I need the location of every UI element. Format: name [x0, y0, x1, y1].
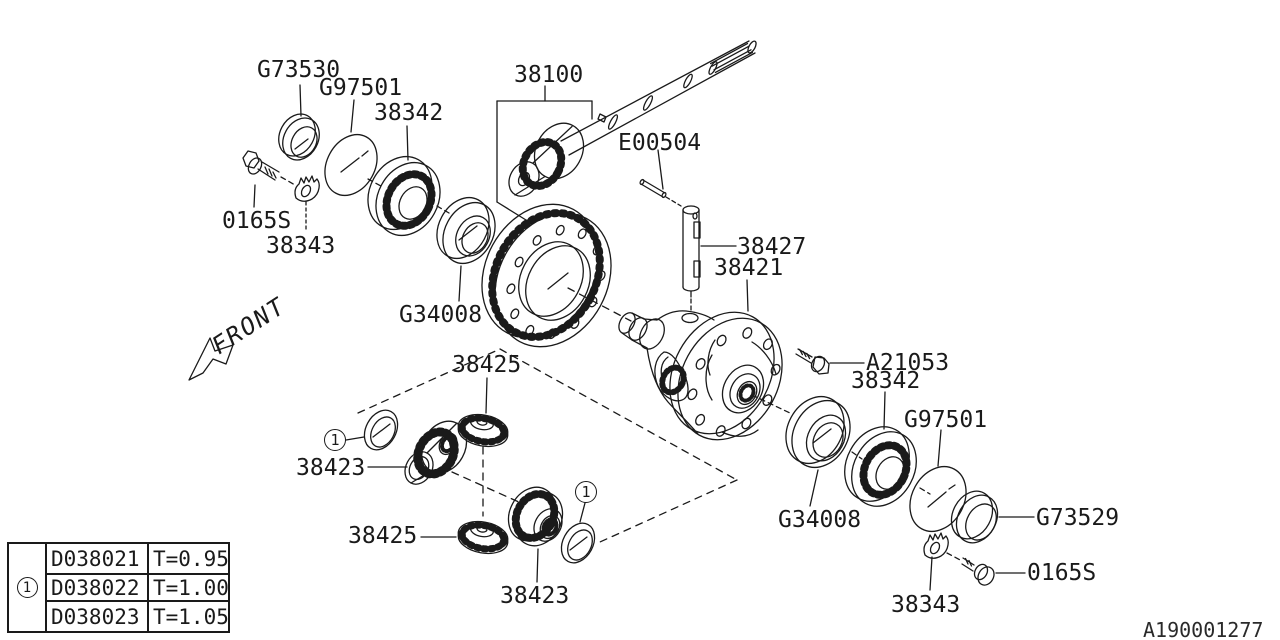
pin-e00504-drawing	[639, 178, 667, 199]
part-label-g34008-left: G34008	[399, 302, 483, 328]
shim-g97501-left-drawing	[324, 133, 378, 197]
part-label-38423-right: 38423	[500, 583, 570, 609]
table-thickness-value: T=1.05	[153, 604, 229, 629]
part-label-38100: 38100	[514, 62, 584, 88]
part-label-38425-bottom: 38425	[348, 523, 418, 549]
washer-38425-bottom-drawing	[457, 520, 509, 555]
bearing-38342-left-drawing	[367, 156, 441, 236]
diff-case-38421-drawing	[618, 310, 783, 441]
gear-38423-right-drawing	[507, 486, 564, 547]
bracket-38100	[496, 85, 593, 221]
part-label-38342-left: 38342	[374, 100, 444, 126]
callout-1-marker-right: 1	[575, 481, 597, 503]
part-label-38425-top: 38425	[452, 352, 522, 378]
gear-38423-left-drawing	[404, 420, 468, 485]
callout-1-marker-left: 1	[324, 429, 346, 451]
construction-lines	[280, 176, 963, 562]
callout-1-marker-table: 1	[16, 577, 38, 598]
seal-g73530-drawing	[278, 113, 320, 161]
leader-lines	[253, 84, 1035, 591]
part-label-g34008-right: G34008	[778, 507, 862, 533]
bolt-0165s-right-drawing	[961, 557, 995, 586]
seal-g73529-drawing	[950, 490, 999, 544]
shim-g97501-right-drawing	[909, 465, 967, 533]
ring-gear-drawing	[481, 203, 612, 348]
table-callout-cell: 1	[9, 544, 47, 631]
part-label-38343-left: 38343	[266, 233, 336, 259]
drawing-number: A190001277	[1143, 618, 1264, 640]
table-thickness-value: T=1.00	[149, 573, 229, 602]
part-label-a21053: A21053	[866, 350, 950, 376]
table-part-number: D038022	[47, 573, 149, 602]
part-label-g97501-left: G97501	[319, 75, 403, 101]
front-arrow	[188, 337, 234, 381]
part-label-38427: 38427	[737, 234, 807, 260]
bolt-a21053-drawing	[795, 348, 830, 375]
part-label-g97501-right: G97501	[904, 407, 988, 433]
part-label-38421: 38421	[714, 255, 784, 281]
washer-38425-top-drawing	[457, 413, 509, 448]
part-label-e00504: E00504	[618, 130, 702, 156]
part-label-38343-right: 38343	[891, 592, 961, 618]
race-g34008-right-drawing	[785, 396, 851, 468]
lock-washer-38343-right-drawing	[923, 532, 949, 559]
shaft-38427-drawing	[682, 205, 701, 298]
part-label-g73530: G73530	[257, 57, 341, 83]
table-part-number: D038023	[47, 602, 149, 631]
shim-callout1-right-drawing	[560, 522, 596, 564]
part-label-0165s-left: 0165S	[222, 208, 292, 234]
shim-callout1-left-drawing	[363, 409, 399, 451]
race-g34008-left-drawing	[436, 196, 496, 265]
part-label-38342-right: 38342	[851, 368, 921, 394]
bearing-38342-right-drawing	[844, 426, 917, 507]
pinion-shaft-38100-drawing	[508, 40, 757, 197]
part-label-0165s-right: 0165S	[1027, 560, 1097, 586]
table-part-number: D038021	[47, 544, 149, 573]
part-label-38423-left: 38423	[296, 455, 366, 481]
bolt-0165s-left-drawing	[242, 150, 280, 181]
table-thickness-value: T=0.95	[153, 546, 229, 571]
part-label-g73529: G73529	[1036, 505, 1120, 531]
shim-selection-table: 1 D038021 T=0.95 D038022 T=1.00 D038023 …	[7, 542, 230, 633]
lock-washer-38343-left-drawing	[294, 175, 320, 202]
